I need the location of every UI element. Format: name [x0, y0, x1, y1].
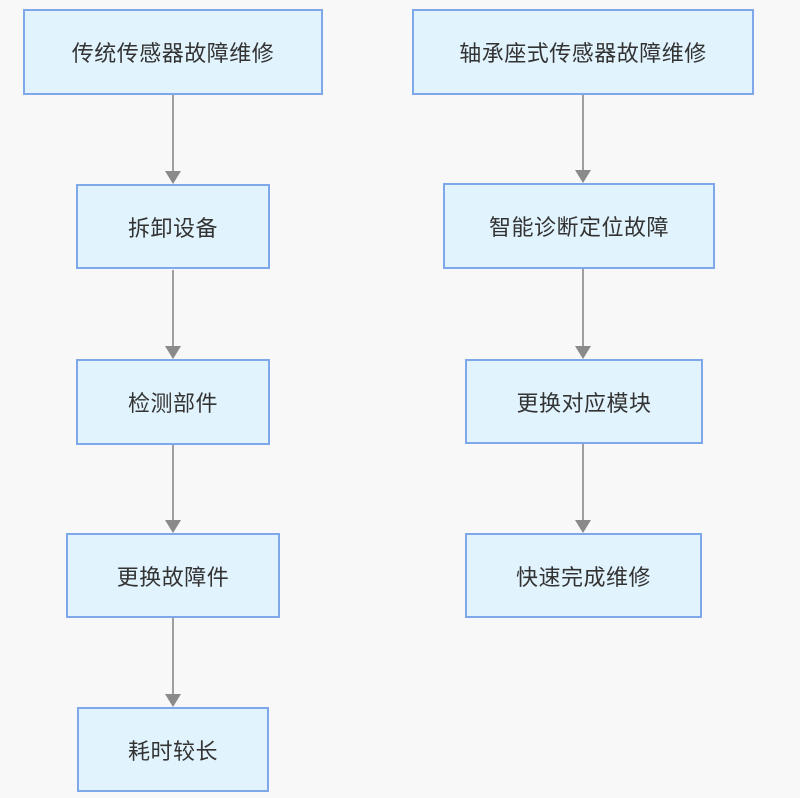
node-replace-faulty-parts: 更换故障件	[66, 533, 280, 618]
arrow-line	[582, 269, 584, 346]
arrow-head-icon	[575, 346, 591, 359]
flow-arrow	[574, 95, 592, 183]
arrow-head-icon	[575, 170, 591, 183]
node-quick-repair-complete: 快速完成维修	[465, 533, 702, 618]
flow-arrow	[164, 445, 182, 533]
node-disassemble-equipment: 拆卸设备	[76, 184, 270, 269]
arrow-line	[172, 270, 174, 346]
arrow-head-icon	[165, 694, 181, 707]
arrow-line	[172, 95, 174, 171]
node-traditional-sensor-repair: 传统传感器故障维修	[23, 9, 323, 95]
arrow-head-icon	[165, 520, 181, 533]
flow-arrow	[574, 444, 592, 533]
arrow-head-icon	[165, 346, 181, 359]
node-inspect-components: 检测部件	[76, 359, 270, 445]
node-time-consuming: 耗时较长	[77, 707, 269, 792]
arrow-line	[172, 618, 174, 694]
arrow-head-icon	[575, 520, 591, 533]
arrow-line	[582, 444, 584, 520]
node-bearing-seat-sensor-repair: 轴承座式传感器故障维修	[412, 9, 754, 95]
flow-arrow	[574, 269, 592, 359]
node-smart-diagnosis-locate-fault: 智能诊断定位故障	[443, 183, 715, 269]
arrow-line	[172, 445, 174, 520]
flow-arrow	[164, 618, 182, 707]
arrow-line	[582, 95, 584, 170]
arrow-head-icon	[165, 171, 181, 184]
flow-arrow	[164, 270, 182, 359]
flow-arrow	[164, 95, 182, 184]
node-replace-corresponding-module: 更换对应模块	[465, 359, 703, 444]
